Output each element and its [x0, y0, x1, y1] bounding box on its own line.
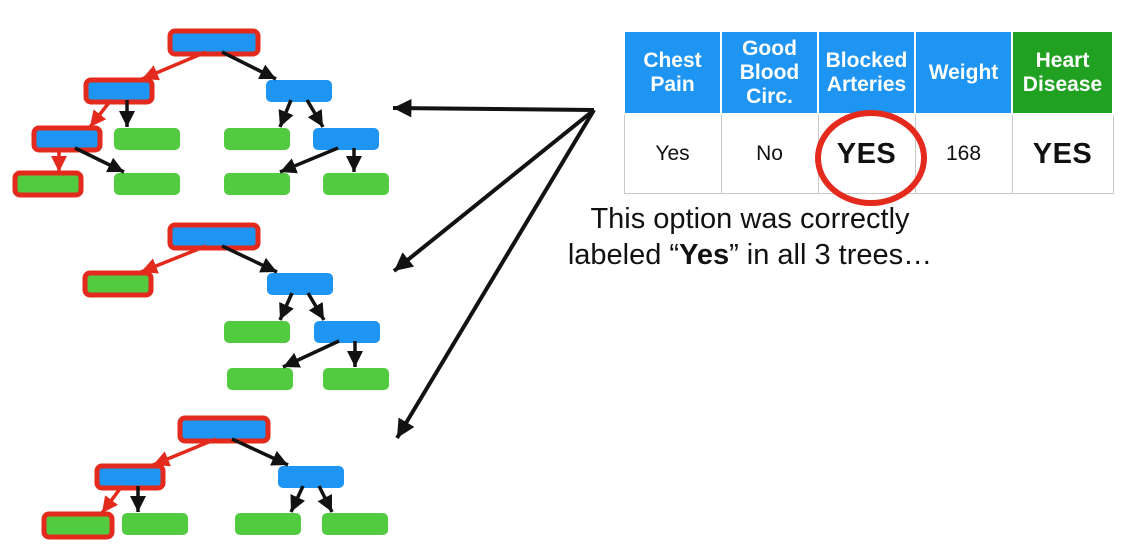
pointer-arrow — [395, 108, 596, 440]
table-cell-0: Yes — [623, 113, 722, 194]
column-header-blocked-arteries: Blocked Arteries — [817, 30, 916, 115]
tree-node-blue-highlighted — [94, 463, 166, 491]
tree-node-green — [227, 368, 293, 390]
tree-edge — [305, 99, 325, 128]
tree-node-green — [322, 513, 388, 535]
column-header-weight: Weight — [914, 30, 1013, 115]
tree-edge — [279, 146, 339, 174]
table-cell-1: No — [720, 113, 819, 194]
tree-node-green — [114, 173, 180, 195]
column-header-good-blood-circ: Good Blood Circ. — [720, 30, 819, 115]
caption-line1: This option was correctly — [590, 203, 910, 235]
tree-edge — [221, 244, 278, 274]
tree-node-blue-highlighted — [83, 77, 155, 105]
tree-node-blue-highlighted — [167, 28, 261, 57]
tree-2 — [82, 222, 389, 390]
tree-edge — [141, 50, 207, 81]
caption-line2-bold: Yes — [679, 239, 730, 271]
tree-edge — [278, 292, 294, 321]
pointer-arrow — [392, 108, 596, 273]
column-header-heart-disease: Heart Disease — [1011, 30, 1114, 115]
tree-node-green-highlighted — [12, 170, 84, 198]
tree-node-blue-highlighted — [167, 222, 261, 251]
tree-node-blue — [278, 466, 344, 488]
tree-1 — [12, 28, 389, 198]
pointer-arrows — [392, 98, 596, 440]
pointer-arrow — [392, 98, 595, 118]
tree-edge — [278, 99, 294, 128]
tree-node-green — [323, 368, 389, 390]
tree-node-green — [122, 513, 188, 535]
tree-node-blue — [314, 321, 380, 343]
tree-node-blue-highlighted — [31, 125, 103, 153]
tree-edge — [88, 98, 113, 129]
tree-edge — [289, 485, 306, 513]
tree-edge — [317, 485, 334, 513]
tree-node-green — [224, 173, 290, 195]
tree-edge — [282, 339, 340, 369]
tree-edge — [152, 437, 217, 467]
tree-node-green — [114, 128, 180, 150]
tree-node-green — [224, 321, 290, 343]
tree-edge — [100, 484, 124, 515]
table-cell-4: YES — [1011, 113, 1114, 194]
tree-node-blue-highlighted — [177, 415, 271, 444]
tree-3 — [41, 415, 388, 540]
tree-edge — [221, 50, 277, 81]
tree-node-green-highlighted — [41, 511, 115, 540]
column-header-chest-pain: Chest Pain — [623, 30, 722, 115]
tree-node-green-highlighted — [82, 270, 154, 298]
tree-node-green — [235, 513, 301, 535]
tree-edge — [140, 244, 207, 274]
table-cell-3: 168 — [914, 113, 1013, 194]
tree-edge — [74, 146, 125, 174]
tree-edge — [306, 292, 326, 321]
tree-node-blue — [313, 128, 379, 150]
tree-node-blue — [267, 273, 333, 295]
tree-edge — [231, 437, 289, 467]
caption-line2: labeled “Yes” in all 3 trees… — [538, 237, 962, 273]
caption-line2-pre: labeled “ — [567, 239, 680, 271]
red-circle-annotation — [815, 110, 927, 206]
caption: This option was correctly labeled “Yes” … — [538, 201, 962, 273]
tree-node-green — [224, 128, 290, 150]
tree-node-blue — [266, 80, 332, 102]
caption-line2-post: ” in all 3 trees… — [729, 239, 933, 271]
tree-node-green — [323, 173, 389, 195]
